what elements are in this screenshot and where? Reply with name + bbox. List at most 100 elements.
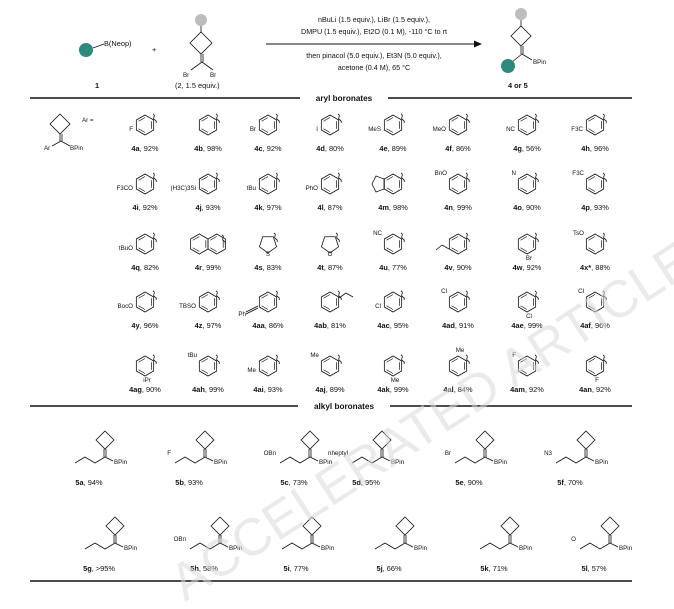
aryl-entry-4ai: Me 4ai, 93% (247, 354, 283, 394)
bpin-label: BPin (391, 459, 405, 466)
substituent-label: (H3C)3Si (171, 185, 196, 192)
compound-yield: 92% (529, 385, 544, 394)
compound-code: 4z (195, 321, 203, 330)
compound-yield: >95% (96, 564, 116, 573)
substituent-label: MeS (368, 126, 381, 133)
compound-code: 4ad (442, 321, 455, 330)
heteroatom-label: O (328, 251, 333, 258)
substituent-label: F3CO (116, 185, 133, 192)
substituent-label: NC (506, 126, 515, 133)
aryl-entry-4g: NC 4g, 56% (506, 113, 541, 153)
compound-code: 4ah (192, 385, 205, 394)
bpin-label: BPin (321, 545, 335, 552)
bpin-label: BPin (70, 145, 84, 152)
aryl-entry-4r: 4r, 99% (190, 233, 226, 272)
compound-code: 5h (190, 564, 199, 573)
compound-code: 4aj (315, 385, 325, 394)
compound-caption: 4aj, 89% (315, 385, 345, 394)
compound-yield: 97% (267, 203, 282, 212)
reagent-2: Br Br (2, 1.5 equiv.) (175, 14, 220, 90)
substituent-label: Cl (526, 313, 532, 320)
compound-code: 5l (581, 564, 587, 573)
substituent-label: TsO (573, 230, 584, 237)
grey-ball-icon (515, 8, 527, 20)
compound-caption: 4k, 97% (254, 203, 282, 212)
compound-caption: 4t, 87% (317, 263, 343, 272)
compound-yield: 98% (393, 203, 408, 212)
compound-caption: 5l, 57% (581, 564, 607, 573)
compound-yield: 92% (143, 203, 158, 212)
compound-code: 4ag (129, 385, 142, 394)
compound-code: 4ac (377, 321, 389, 330)
compound-yield: 66% (387, 564, 402, 573)
product-label: 4 or 5 (508, 81, 528, 90)
substituent-label: iPr (143, 377, 151, 384)
compound-caption: 4x*, 88% (580, 263, 610, 272)
alkyl-substituent: OBn (264, 450, 277, 457)
aryl-entry-4a: F4a, 92% (129, 113, 159, 153)
compound-yield: 90% (468, 478, 483, 487)
bpin-label: BPin (414, 545, 428, 552)
compound-yield: 93% (188, 478, 203, 487)
substituent-label: I (316, 126, 318, 133)
compound-yield: 99% (457, 203, 472, 212)
compound-code: 4o (513, 203, 522, 212)
compound-yield: 87% (328, 263, 343, 272)
compound-code: 4ae (511, 321, 523, 330)
compound-code: 4t (317, 263, 324, 272)
aryl-entry-4d: I4d, 80% (316, 113, 344, 153)
teal-ball-icon (79, 43, 93, 57)
compound-yield: 88% (595, 263, 610, 272)
compound-yield: 99% (209, 385, 224, 394)
compound-yield: 80% (329, 144, 344, 153)
compound-caption: 5j, 66% (376, 564, 402, 573)
compound-yield: 96% (594, 144, 609, 153)
compound-yield: 81% (331, 321, 346, 330)
compound-yield: 83% (267, 263, 282, 272)
substituent-label: Me (247, 367, 256, 374)
compound-yield: 71% (493, 564, 508, 573)
compound-yield: 93% (268, 385, 283, 394)
compound-code: 4f (445, 144, 452, 153)
substituent-label: F (595, 377, 599, 384)
substituent-label: Cl (578, 288, 584, 295)
compound-caption: 4an, 92% (579, 385, 611, 394)
compound-yield: 92% (527, 263, 542, 272)
compound-yield: 95% (365, 478, 380, 487)
aryl-entry-4s: S4s, 83% (254, 232, 282, 272)
aryl-entry-4x: TsO 4x*, 88% (573, 230, 610, 272)
aryl-entry-4ab: 4ab, 81% (314, 290, 354, 330)
compound-code: 4a (131, 144, 140, 153)
aryl-entry-4b: 4b, 98% (194, 113, 222, 153)
compound-caption: 4r, 99% (195, 263, 221, 272)
br-right-label: Br (210, 72, 216, 79)
compound-caption: 4g, 56% (513, 144, 541, 153)
compound-code: 4ab (314, 321, 327, 330)
substituent-label: Me (456, 347, 465, 354)
compound-caption: 4ai, 93% (253, 385, 283, 394)
compound-code: 4j (195, 203, 201, 212)
compound-code: 4y (131, 321, 140, 330)
compound-code: 4ai (253, 385, 263, 394)
compound-yield: 92% (267, 144, 282, 153)
compound-code: 4m (378, 203, 389, 212)
compound-code: 4q (131, 263, 140, 272)
reagent1-number: 1 (95, 81, 99, 90)
substituent-label: F3C (572, 170, 584, 177)
ar-label: Ar (44, 145, 50, 152)
compound-code: 5d (352, 478, 361, 487)
compound-yield: 89% (330, 385, 345, 394)
compound-code: 4al (443, 385, 453, 394)
compound-caption: 4ak, 99% (377, 385, 409, 394)
compound-code: 4e (379, 144, 387, 153)
